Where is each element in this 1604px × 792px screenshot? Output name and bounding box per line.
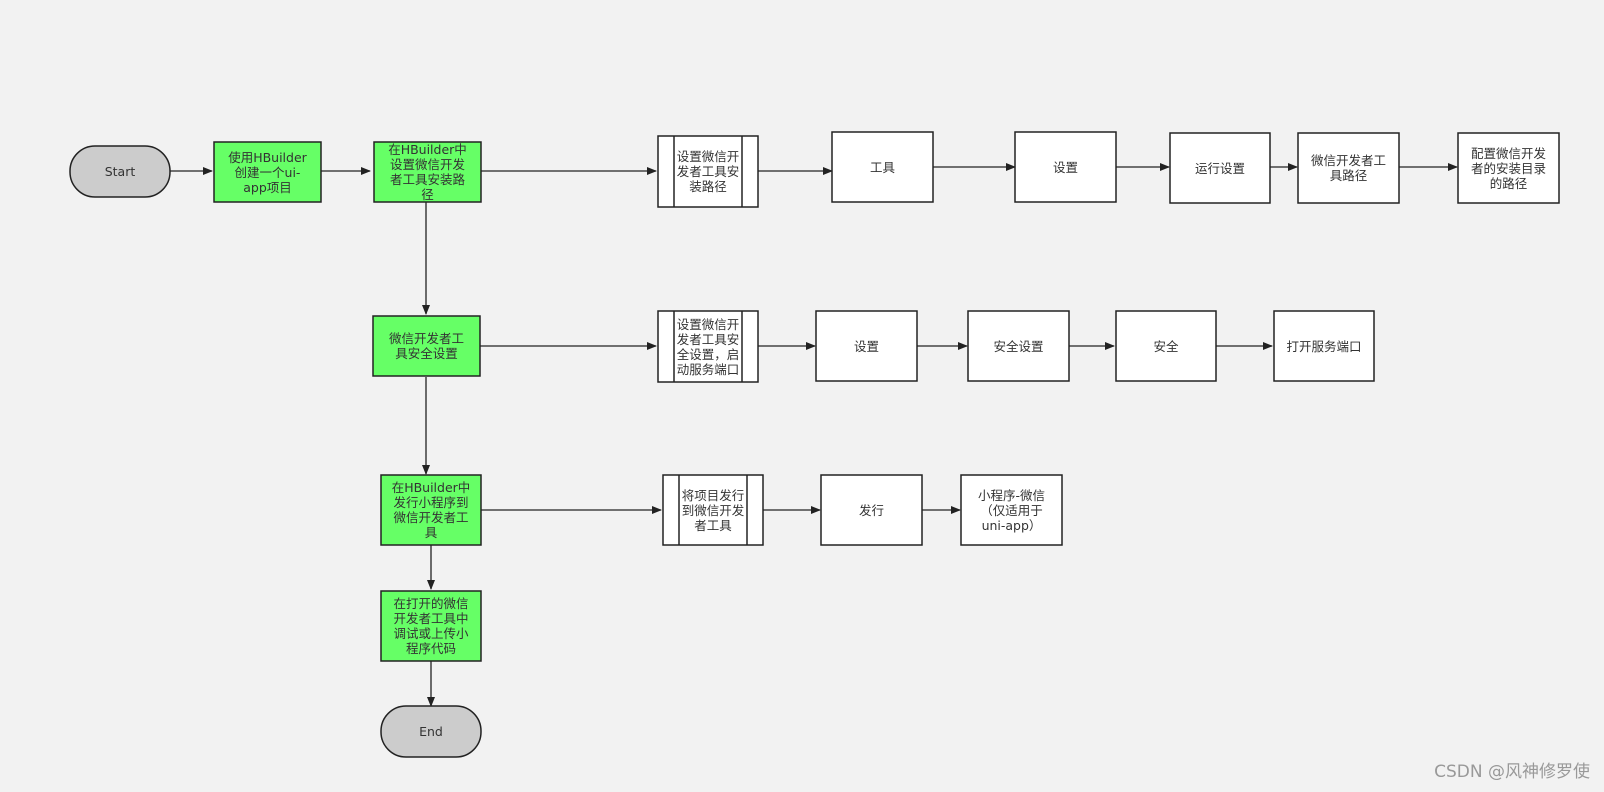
settings-node-1 (1014, 131, 1117, 203)
configure-install-dir-node (1457, 132, 1560, 204)
open-service-port-node (1273, 310, 1375, 382)
sub-security-subprocess (657, 310, 759, 383)
run-settings-node (1169, 132, 1271, 204)
create-project-node (213, 141, 322, 203)
sub-publish-subprocess (662, 474, 764, 546)
publish-miniprogram-node (380, 474, 482, 546)
security-settings-item-node (967, 310, 1070, 382)
miniprogram-wechat-node (960, 474, 1063, 546)
debug-upload-node (380, 590, 482, 662)
set-path-node (373, 141, 482, 203)
tools-node (831, 131, 934, 203)
sub-set-path-subprocess (657, 135, 759, 208)
start-terminal (69, 145, 171, 198)
watermark: CSDN @风神修罗使 (1434, 762, 1590, 782)
devtool-path-node (1297, 132, 1400, 204)
settings-node-2 (815, 310, 918, 382)
security-node (1115, 310, 1217, 382)
end-terminal (380, 705, 482, 758)
security-settings-node (372, 315, 481, 377)
publish-node (820, 474, 923, 546)
